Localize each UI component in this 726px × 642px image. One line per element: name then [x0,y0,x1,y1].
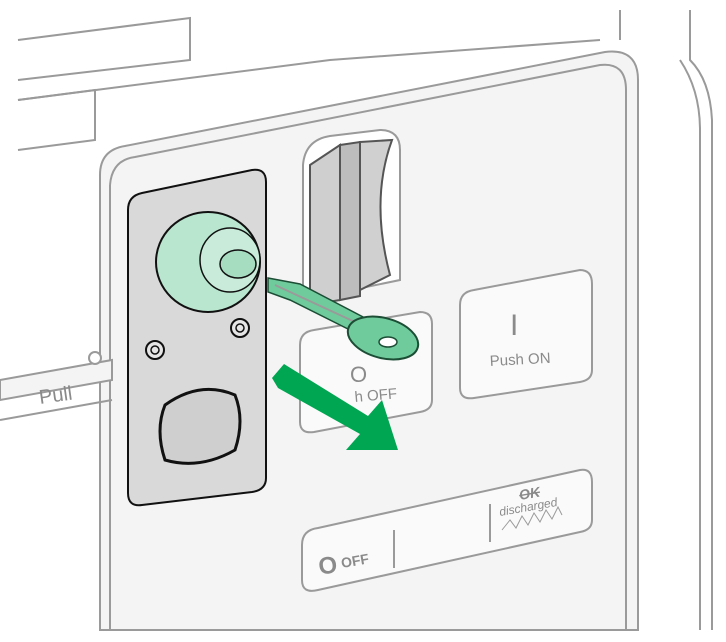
housing-outline [17,10,713,630]
push-off-label: h OFF [354,385,398,406]
status-off-symbol: O [316,551,339,581]
push-on-button[interactable]: I Push ON [459,268,593,400]
push-on-label: Push ON [489,350,551,370]
status-indicator-strip: O OFF OK discharged [301,468,593,592]
push-on-symbol: I [510,309,518,342]
key-icon[interactable] [267,277,423,367]
status-off-label: OFF [340,550,371,571]
pull-handle[interactable]: Pull [0,351,113,421]
push-off-symbol: O [350,362,367,387]
direction-arrow-icon [272,364,398,450]
spring-icon [501,505,563,531]
charging-handle[interactable] [302,128,401,307]
keylock-icon[interactable] [155,211,261,313]
pull-label: Pull [38,383,74,409]
spring-ok-label: OK [518,483,542,503]
